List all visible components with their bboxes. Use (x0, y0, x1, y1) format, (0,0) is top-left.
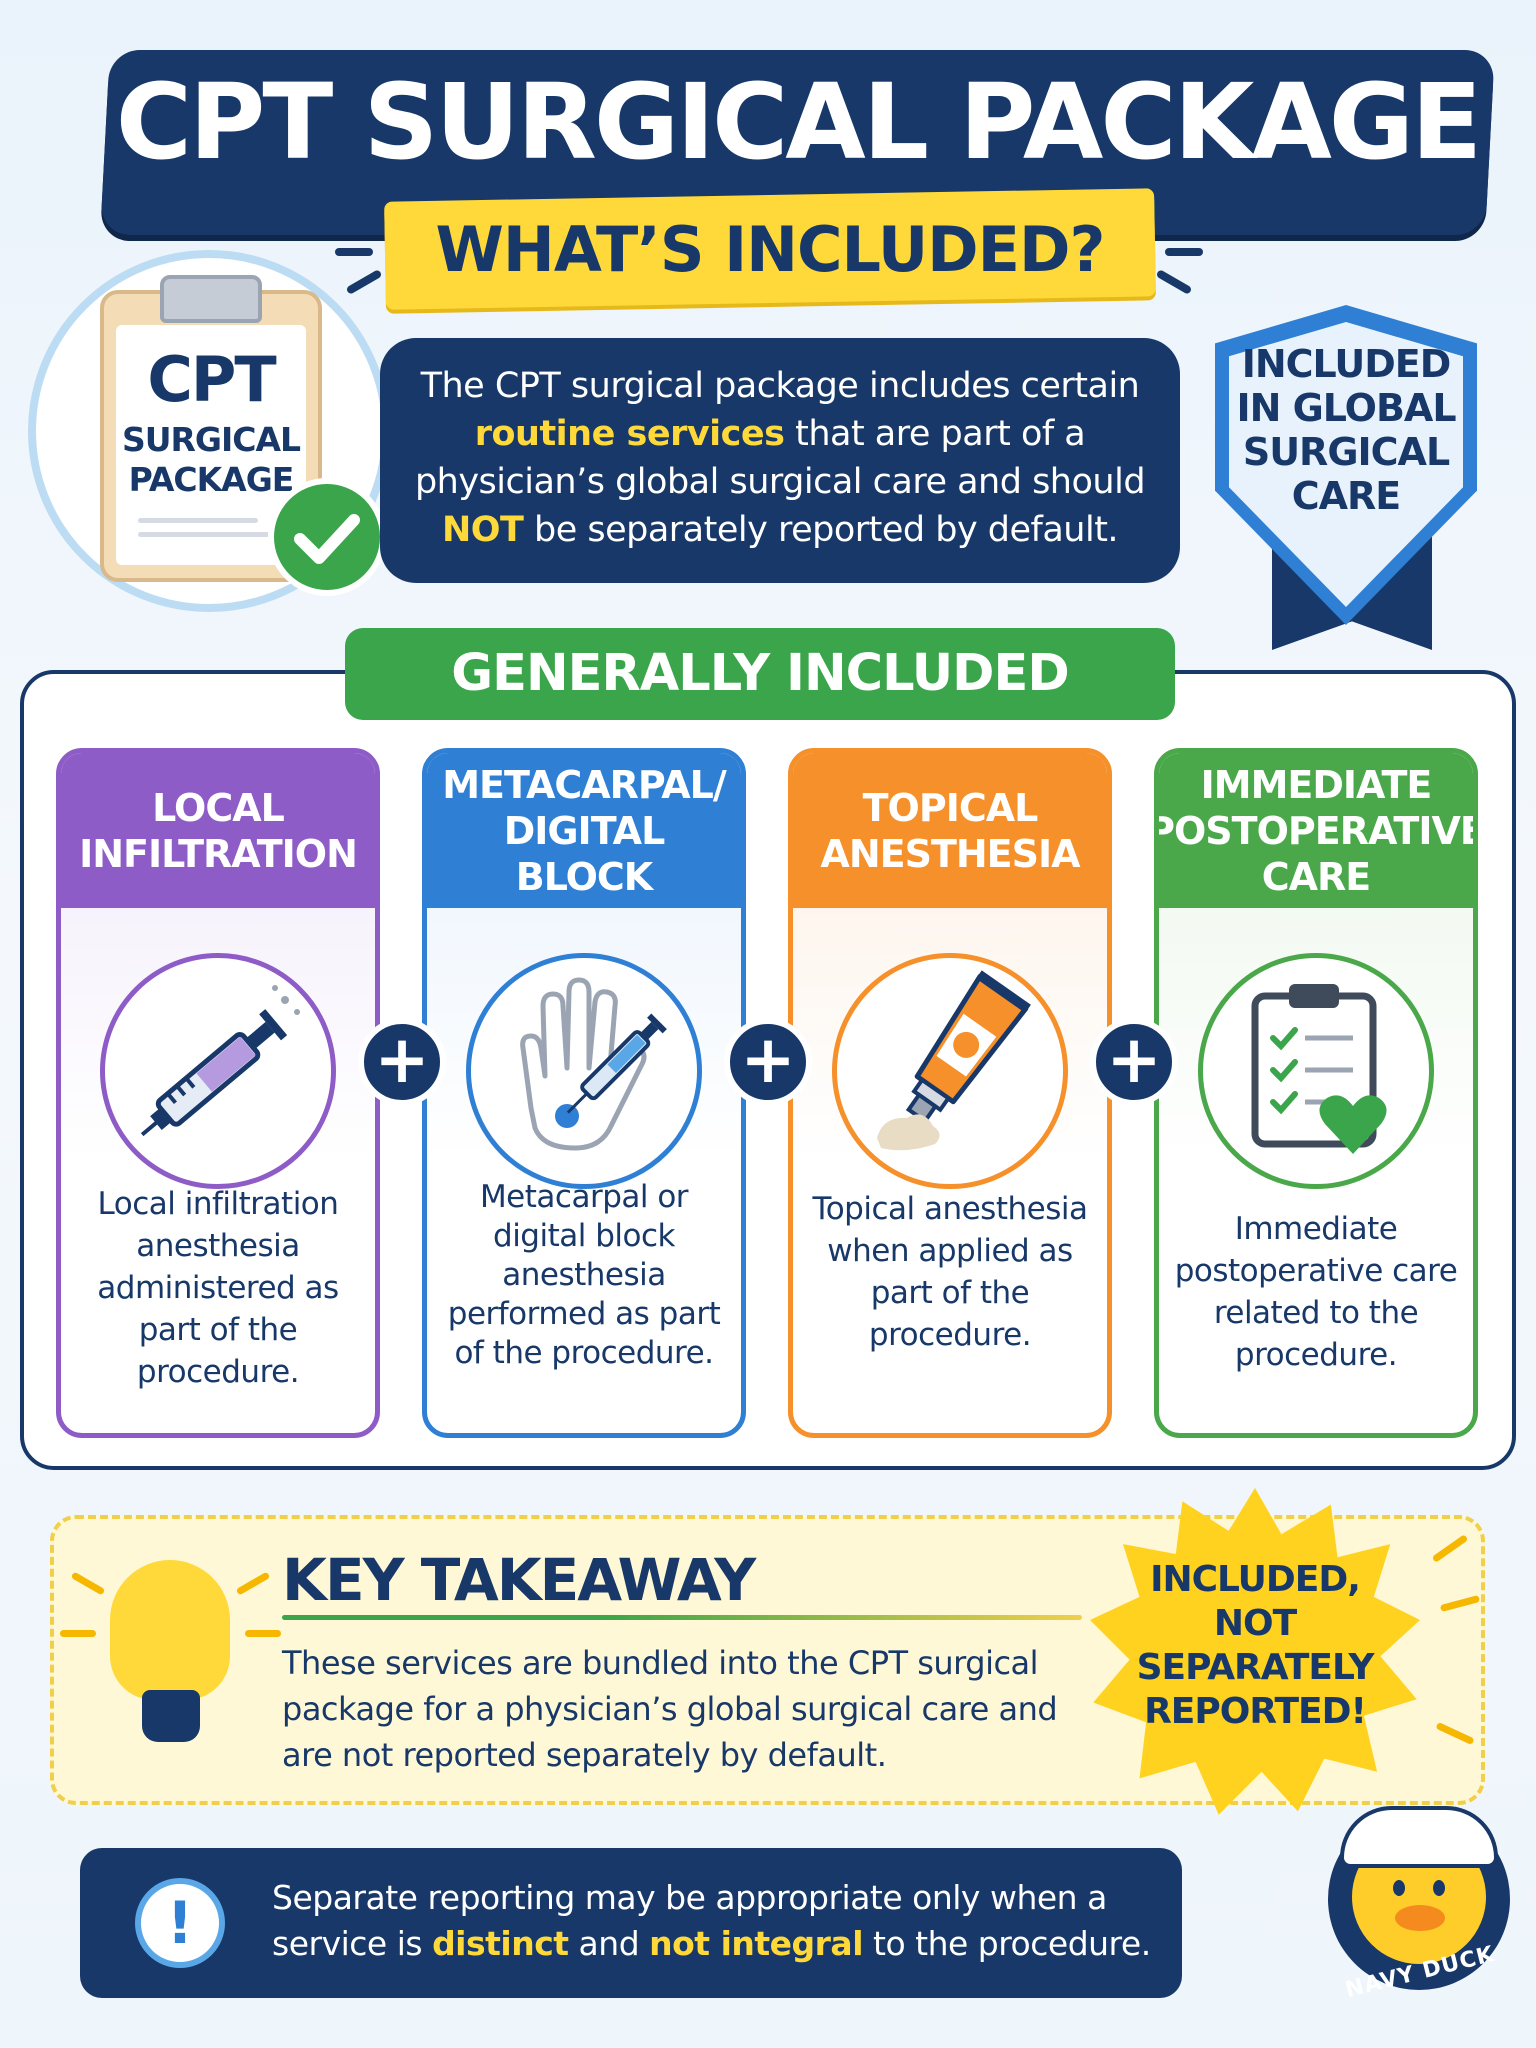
intro-text-part: The CPT surgical package includes certai… (420, 366, 1140, 406)
clipboard-line (138, 518, 258, 523)
card-title: IMMEDIATE POSTOPERATIVE CARE (1159, 753, 1473, 908)
clipboard-heart-icon (1251, 984, 1387, 1154)
mascot-beak (1395, 1905, 1445, 1931)
note-highlight: distinct (432, 1924, 569, 1963)
takeaway-title: KEY TAKEAWAY (282, 1546, 756, 1614)
service-card-topical-anesthesia: TOPICAL ANESTHESIA Topical anesthesia wh… (788, 748, 1112, 1438)
card-title: TOPICAL ANESTHESIA (793, 753, 1107, 908)
note-text-part: Separate reporting may be appropriate on… (272, 1878, 1107, 1963)
intro-text: The CPT surgical package includes certai… (410, 362, 1150, 554)
clipboard-line (138, 532, 288, 537)
bulb-ray (60, 1630, 96, 1637)
note-highlight: not integral (649, 1924, 864, 1963)
card-title: METACARPAL/ DIGITAL BLOCK (427, 753, 741, 908)
intro-highlight: NOT (441, 510, 524, 550)
card-icon-ring (832, 953, 1068, 1189)
card-description: Local infiltration anesthesia administer… (97, 1186, 339, 1390)
intro-highlight: routine services (474, 414, 785, 454)
lightbulb-icon (110, 1560, 230, 1700)
service-card-postoperative-care: IMMEDIATE POSTOPERATIVE CARE Immediate p… (1154, 748, 1478, 1438)
card-description: Metacarpal or digital block anesthesia p… (447, 1179, 721, 1371)
card-description: Immediate postoperative care related to … (1174, 1211, 1458, 1373)
service-card-digital-block: METACARPAL/ DIGITAL BLOCK Metacarpal or … (422, 748, 746, 1438)
services-label-bg (345, 628, 1175, 720)
clipboard-subtitle: SURGICAL PACKAGE (121, 420, 301, 499)
note-text: Separate reporting may be appropriate on… (272, 1875, 1152, 1967)
ointment-tube-icon (877, 970, 1031, 1151)
plus-icon: + (724, 1018, 812, 1106)
note-box (80, 1848, 1182, 1998)
sparkle-decoration (345, 269, 383, 295)
plus-icon: + (358, 1018, 446, 1106)
check-badge (268, 478, 386, 596)
card-description: Topical anesthesia when applied as part … (812, 1191, 1088, 1353)
note-text-part: and (568, 1924, 650, 1963)
shield-text: INCLUDED IN GLOBAL SURGICAL CARE (1236, 342, 1456, 518)
card-icon-ring (466, 953, 702, 1189)
service-card-local-infiltration: LOCAL INFILTRATION Local infiltration an… (56, 748, 380, 1438)
sparkle-decoration (1165, 248, 1203, 256)
card-title: LOCAL INFILTRATION (61, 753, 375, 908)
starburst-text: INCLUDED, NOT SEPARATELY REPORTED! (1136, 1559, 1375, 1732)
takeaway-underline (282, 1615, 1082, 1620)
card-icon-ring (1198, 953, 1434, 1189)
syringe-icon (140, 985, 300, 1137)
page-subtitle: WHAT’S INCLUDED? (435, 213, 1106, 286)
bulb-ray (245, 1630, 281, 1637)
mascot-eye (1393, 1880, 1405, 1896)
intro-text-part: be separately reported by default. (523, 510, 1119, 550)
takeaway-text: These services are bundled into the CPT … (282, 1644, 1058, 1774)
sailor-hat-icon (1340, 1806, 1498, 1868)
sparkle-decoration (335, 248, 373, 256)
clipboard-title: CPT (147, 343, 276, 416)
note-text-part: to the procedure. (863, 1924, 1151, 1963)
clipboard-clamp-icon (160, 275, 262, 323)
checkmark-icon (294, 514, 360, 564)
card-icon-ring (100, 953, 336, 1189)
page-title: CPT SURGICAL PACKAGE (115, 61, 1482, 183)
plus-icon: + (1090, 1018, 1178, 1106)
exclamation-icon: ! (135, 1878, 225, 1968)
sparkle-decoration (1155, 269, 1193, 295)
hand-injection-icon (520, 977, 667, 1151)
intro-text-part: that are part of a physician’s global su… (414, 414, 1146, 502)
intro-box (380, 338, 1180, 583)
services-label: GENERALLY INCLUDED SERVICES (451, 644, 1069, 795)
lightbulb-base (142, 1690, 200, 1742)
mascot-eye (1433, 1880, 1445, 1896)
